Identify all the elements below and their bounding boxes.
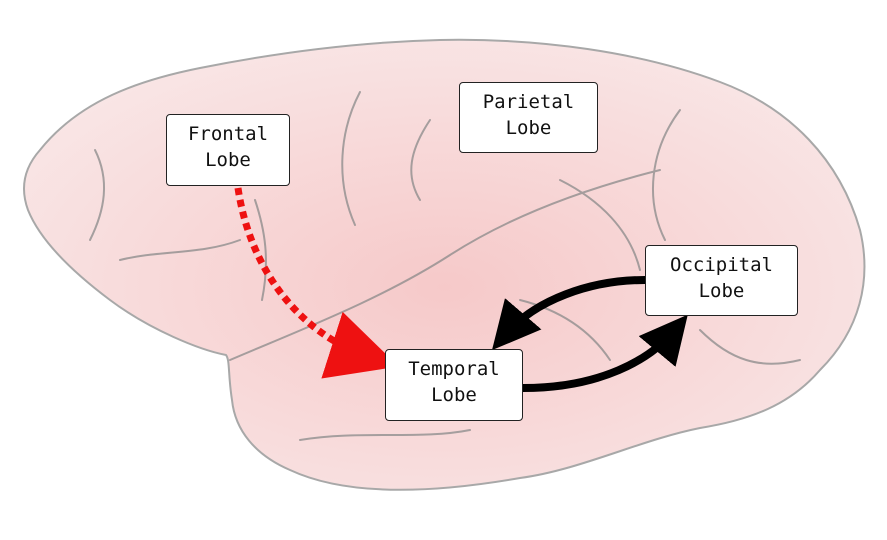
frontal-lobe-line1: Frontal <box>187 123 269 145</box>
occipital-lobe-line1: Occipital <box>670 254 773 276</box>
occipital-lobe-label: Occipital Lobe <box>645 245 798 316</box>
parietal-lobe-label: Parietal Lobe <box>459 82 598 153</box>
temporal-to-occipital-arrow <box>519 314 688 392</box>
occipital-to-temporal-arrow <box>491 276 649 351</box>
temporal-lobe-label: Temporal Lobe <box>385 349 523 421</box>
frontal-lobe-label: Frontal Lobe <box>166 114 290 186</box>
frontal-lobe-line2: Lobe <box>205 149 251 171</box>
temporal-lobe-line2: Lobe <box>431 384 477 406</box>
parietal-lobe-line1: Parietal <box>482 91 575 113</box>
temporal-lobe-line1: Temporal <box>408 358 500 380</box>
frontal-to-temporal-arrow <box>234 187 399 379</box>
parietal-lobe-line2: Lobe <box>505 117 552 139</box>
occipital-lobe-line2: Lobe <box>698 280 745 302</box>
